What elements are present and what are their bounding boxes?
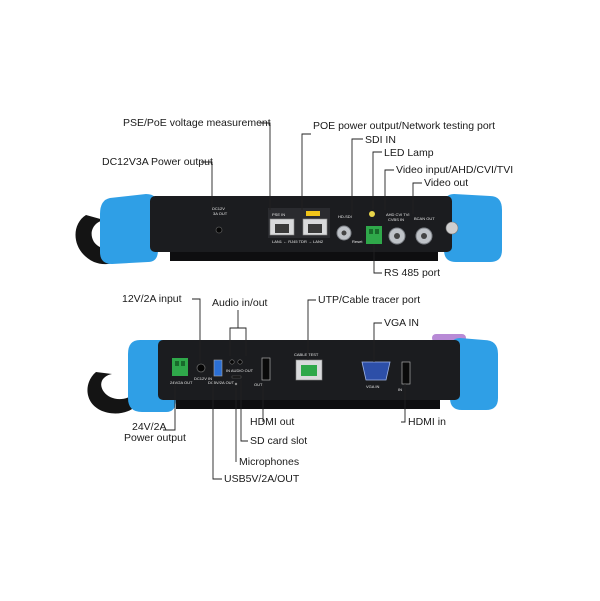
svg-text:DC12V IN: DC12V IN — [194, 376, 212, 381]
hdmi-port-icon — [401, 361, 411, 385]
label-led-lamp: LED Lamp — [384, 147, 434, 159]
label-pse-poe: PSE/PoE voltage measurement — [123, 117, 271, 129]
right-bumper — [450, 338, 498, 410]
label-audio-inout: Audio in/out — [212, 297, 268, 309]
vga-port-icon — [361, 361, 391, 381]
svg-text:CABLE TEST: CABLE TEST — [294, 352, 319, 357]
label-hdmi-in: HDMI in — [408, 416, 446, 428]
svg-text:24V/2A OUT: 24V/2A OUT — [170, 380, 193, 385]
svg-text:DC12V: DC12V — [212, 206, 225, 211]
svg-text:PSE IN: PSE IN — [272, 212, 285, 217]
svg-text:OUT: OUT — [254, 382, 263, 387]
top-leader-lines — [201, 122, 422, 274]
label-24v-line2: Power output — [124, 432, 186, 444]
bottom-leader-lines — [163, 298, 406, 480]
dc-jack-icon — [196, 363, 206, 373]
top-device: DC12V 3A OUT PSE IN LAN1 ← RJ45 TDR → LA… — [75, 194, 502, 265]
audio-jack-icon — [237, 359, 243, 365]
label-hdmi-out: HDMI out — [250, 416, 295, 428]
hdmi-port-icon — [261, 357, 271, 381]
label-rs485: RS 485 port — [384, 267, 441, 279]
svg-text:IN: IN — [398, 387, 402, 392]
terminal-block-icon — [366, 226, 382, 244]
usb-port-icon — [213, 359, 223, 377]
label-usb: USB5V/2A/OUT — [224, 473, 300, 485]
terminal-block-icon — [172, 358, 188, 376]
left-bumper — [100, 194, 158, 264]
svg-text:HD-SDI: HD-SDI — [338, 214, 352, 219]
label-12v-input: 12V/2A input — [122, 293, 182, 305]
led-icon — [369, 211, 375, 217]
dc-jack-icon — [215, 226, 223, 234]
label-sdi-in: SDI IN — [365, 134, 396, 146]
svg-text:LAN1 ← RJ45 TDR → LAN2: LAN1 ← RJ45 TDR → LAN2 — [272, 239, 324, 244]
label-24v-line1: 24V/2A — [132, 421, 167, 433]
label-utp-cable: UTP/Cable tracer port — [318, 294, 421, 306]
label-sd-card: SD card slot — [250, 435, 308, 447]
right-bumper — [444, 194, 502, 262]
label-microphones: Microphones — [239, 456, 300, 468]
label-video-out: Video out — [424, 177, 469, 189]
label-dc12v: DC12V3A Power output — [102, 156, 213, 168]
microphone-icon — [234, 382, 238, 386]
svg-text:IN AUDIO OUT: IN AUDIO OUT — [226, 368, 254, 373]
svg-text:CVBS IN: CVBS IN — [388, 217, 404, 222]
label-vga-in: VGA IN — [384, 317, 420, 329]
svg-text:AHD CVI TVI: AHD CVI TVI — [386, 212, 410, 217]
audio-jack-icon — [229, 359, 235, 365]
label-poe-output: POE power output/Network testing port — [313, 120, 496, 132]
sd-card-slot-icon — [231, 375, 242, 379]
svg-text:VGA IN: VGA IN — [366, 384, 379, 389]
label-video-input: Video input/AHD/CVI/TVI — [396, 164, 514, 176]
svg-text:Reset: Reset — [352, 239, 363, 244]
svg-text:BCAN OUT: BCAN OUT — [414, 216, 435, 221]
wrist-strap — [87, 372, 136, 414]
label-24v-output: 24V/2A Power output — [124, 422, 186, 444]
svg-text:DC5V/2A OUT: DC5V/2A OUT — [208, 380, 235, 385]
svg-text:3A OUT: 3A OUT — [213, 211, 228, 216]
bottom-device: 24V/2A OUT DC12V IN DC5V/2A OUT IN AUDIO… — [87, 334, 498, 414]
